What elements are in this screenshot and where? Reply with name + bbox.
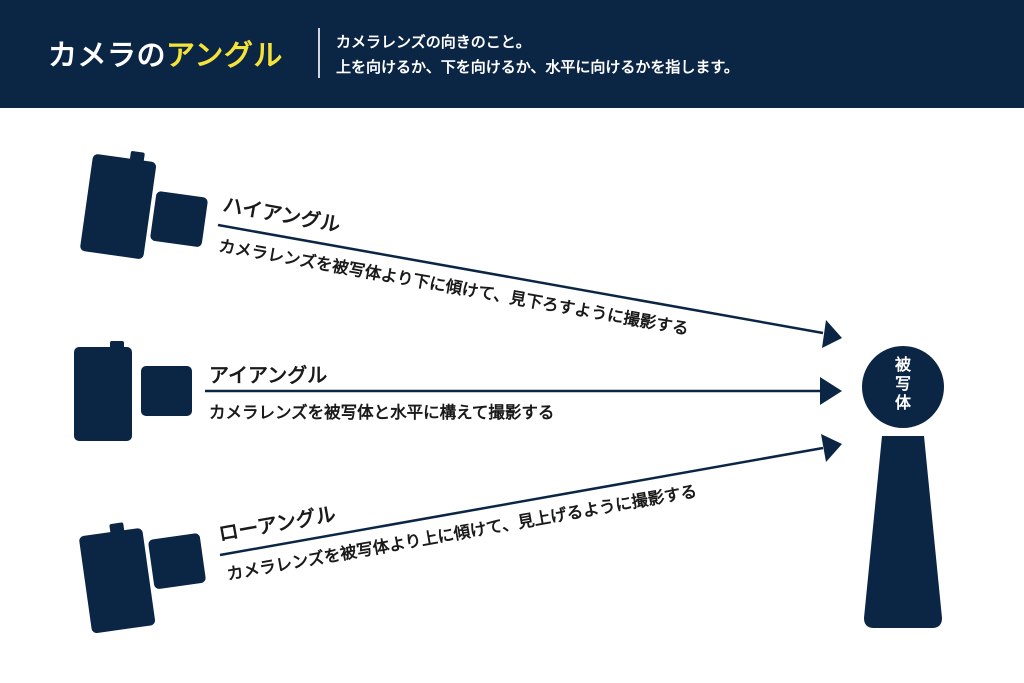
subject-char: 写 bbox=[894, 374, 911, 393]
eye-angle-label: アイアングル bbox=[209, 363, 327, 387]
arrow-icon bbox=[822, 320, 842, 348]
camera-icon bbox=[80, 151, 208, 259]
subject-label: 被 写 体 bbox=[872, 355, 934, 412]
header-divider bbox=[318, 28, 320, 78]
camera-icon bbox=[74, 341, 192, 441]
eye-angle-description: カメラレンズを被写体と水平に構えて撮影する bbox=[209, 402, 554, 422]
title-accent: アングル bbox=[166, 38, 283, 72]
camera-icon bbox=[79, 522, 206, 634]
low-angle-arrow-line bbox=[219, 446, 824, 557]
header-bar: カメラのアングル カメラレンズの向きのこと。 上を向けるか、下を向けるか、水平に… bbox=[0, 0, 1024, 108]
header-description: カメラレンズの向きのこと。 上を向けるか、下を向けるか、水平に向けるかを指します… bbox=[336, 30, 739, 80]
description-line-1: カメラレンズの向きのこと。 bbox=[336, 33, 531, 51]
subject-figure-icon bbox=[862, 346, 944, 628]
description-line-2: 上を向けるか、下を向けるか、水平に向けるかを指します。 bbox=[336, 58, 739, 76]
subject-char: 被 bbox=[894, 355, 911, 374]
high-angle-label: ハイアングル bbox=[221, 192, 342, 236]
high-angle-arrow-line bbox=[217, 223, 824, 335]
arrow-icon bbox=[820, 377, 842, 405]
arrow-icon bbox=[821, 434, 842, 462]
subject-char: 体 bbox=[894, 393, 911, 412]
high-angle-description: カメラレンズを被写体より下に傾けて、見下ろすように撮影する bbox=[217, 235, 690, 338]
title-prefix: カメラの bbox=[48, 38, 167, 72]
page-title: カメラのアングル bbox=[48, 32, 283, 74]
low-angle-label: ローアングル bbox=[217, 502, 338, 546]
